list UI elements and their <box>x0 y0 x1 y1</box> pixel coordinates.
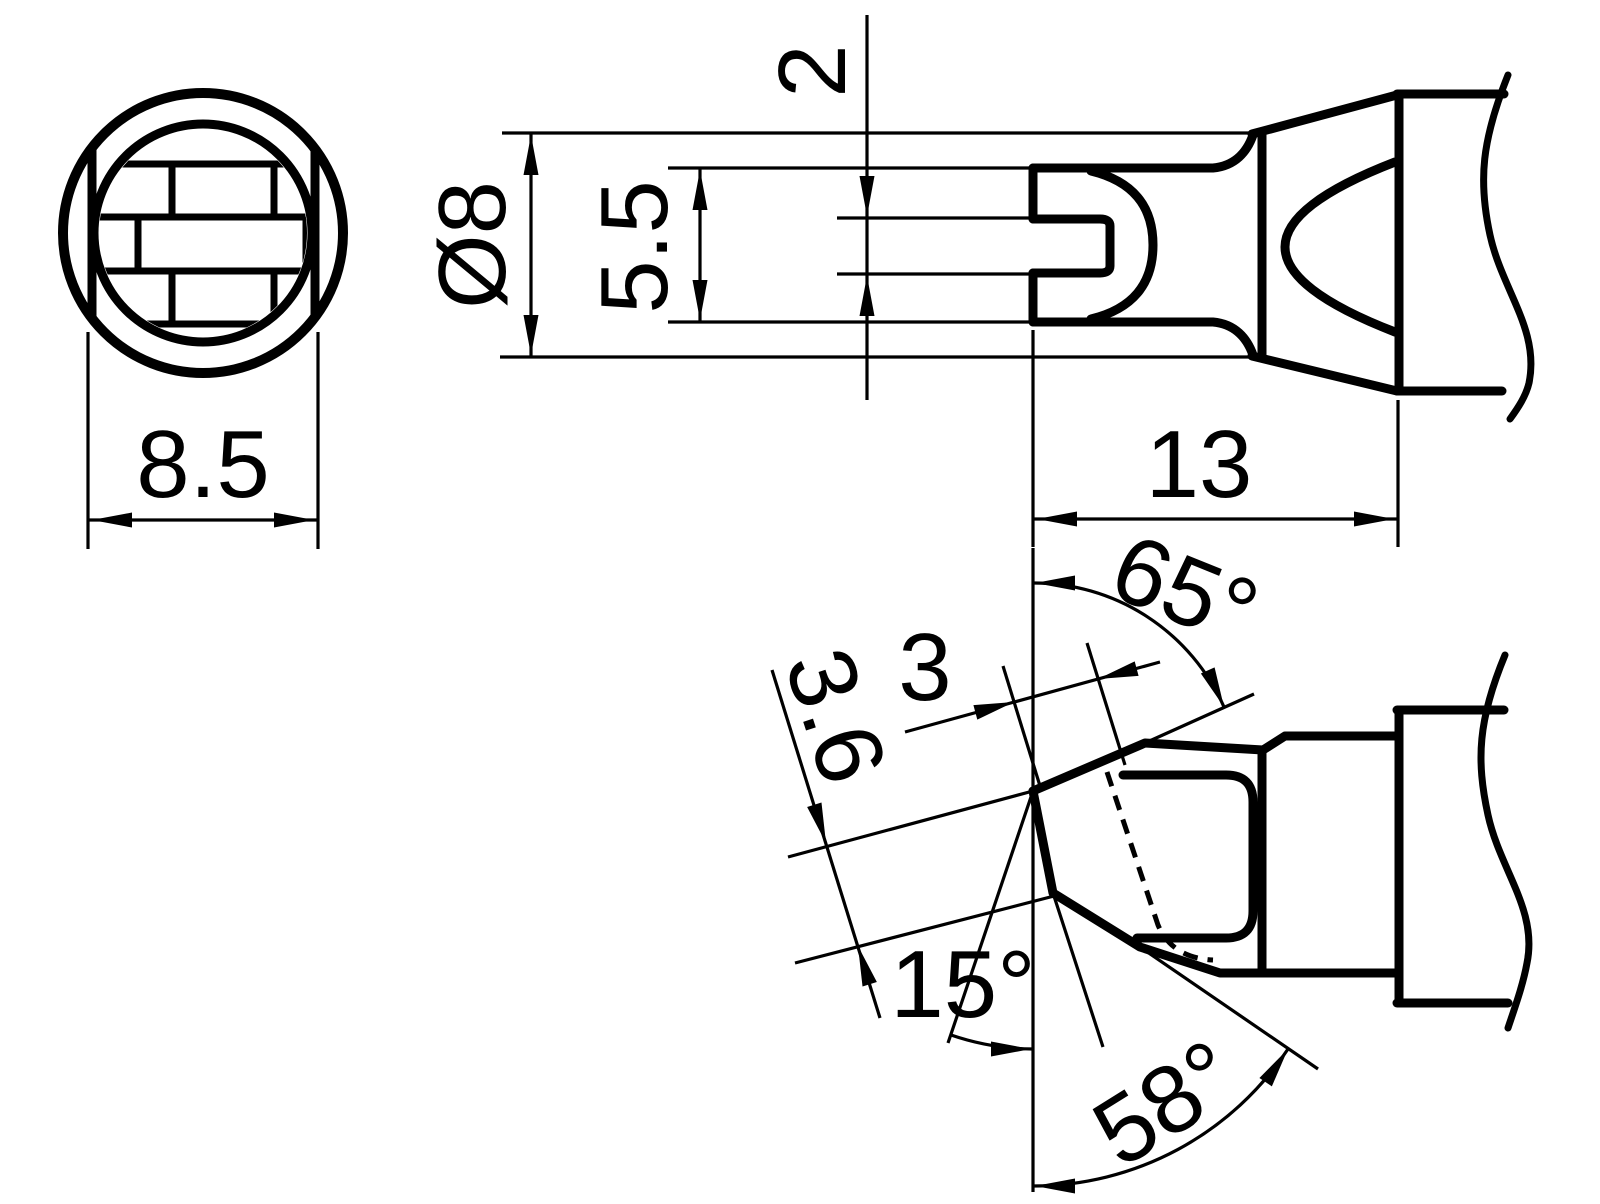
dim-label-65deg: 65° <box>1097 514 1272 668</box>
front-face-ext <box>1051 892 1105 1048</box>
dim-label-8_5: 8.5 <box>136 411 269 518</box>
slot-rounded-outline <box>1118 770 1258 943</box>
dimension-15deg: 15° <box>890 931 1036 1057</box>
hidden-slot-edge <box>1104 771 1214 963</box>
cone-intersection-curve <box>1280 157 1400 337</box>
break-line <box>1480 71 1535 423</box>
angled-tip-outline <box>1028 651 1533 1032</box>
side-view: Ø8 5.5 2 13 <box>419 15 1535 547</box>
dim-label-13: 13 <box>1146 411 1253 518</box>
front-angle-line <box>946 790 1035 1044</box>
dimension-3: 3 <box>898 614 1161 787</box>
end-view: 8.5 <box>58 88 348 549</box>
dimension-diameter-8: Ø8 <box>419 133 539 357</box>
lower-face-plane-ext <box>794 893 1059 965</box>
clamp-curve <box>1086 166 1158 324</box>
dimension-65deg: 65° <box>1032 514 1272 708</box>
slot-brick-pattern <box>99 160 307 328</box>
dim-label-15deg: 15° <box>890 931 1035 1038</box>
dimension-2: 2 <box>759 15 875 400</box>
break-line <box>1477 651 1533 1032</box>
tip-outline <box>1028 71 1535 423</box>
dim-label-5_5: 5.5 <box>581 180 688 313</box>
bevel-line-ext <box>1139 945 1319 1071</box>
angled-view: 65° 3 3.6 15° 58° <box>764 514 1533 1194</box>
inner-circle <box>89 119 317 347</box>
upper-face-ext <box>1144 692 1255 745</box>
dimension-5_5: 5.5 <box>581 168 708 322</box>
upper-face-plane-ext <box>787 789 1034 859</box>
dimension-13: 13 <box>1031 330 1400 547</box>
dim-label-diameter8: Ø8 <box>419 181 526 309</box>
dimension-58deg: 58° <box>1032 1020 1290 1194</box>
dimension-3_6: 3.6 <box>764 636 907 1019</box>
dim-label-3_6: 3.6 <box>764 636 907 796</box>
dim-label-3: 3 <box>898 614 951 721</box>
dim-label-2: 2 <box>759 44 866 97</box>
outer-circle <box>58 88 348 378</box>
dimension-8_5: 8.5 <box>86 332 320 549</box>
